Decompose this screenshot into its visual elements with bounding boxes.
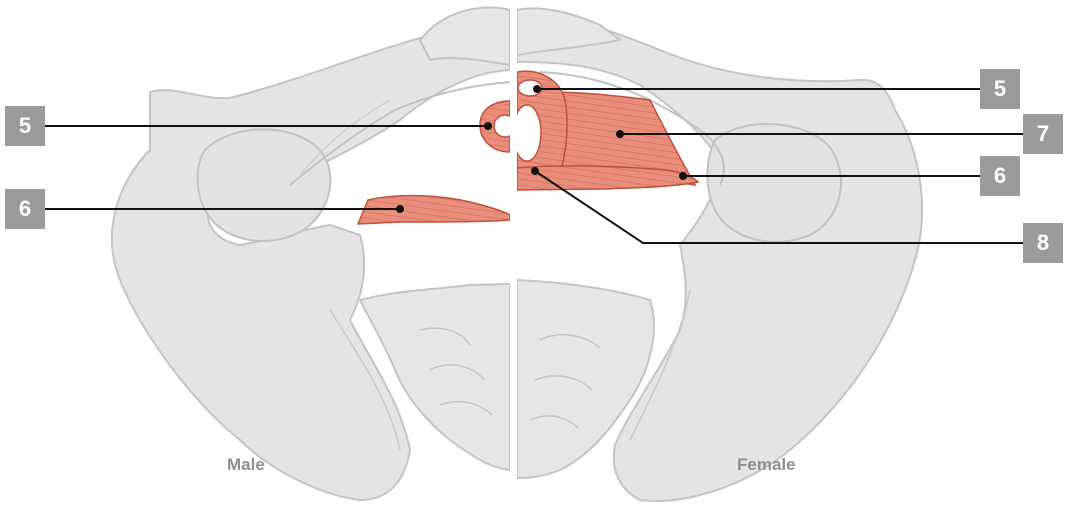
dot-male-5: [484, 122, 492, 130]
dot-female-6: [679, 172, 687, 180]
caption-female: Female: [737, 455, 796, 475]
dot-female-5: [533, 85, 541, 93]
label-female-7: 7: [1023, 114, 1063, 154]
dot-male-6: [396, 205, 404, 213]
male-acetabulum: [198, 129, 331, 241]
midline-gap: [510, 0, 517, 508]
label-female-5: 5: [980, 69, 1020, 109]
male-iliac-crest: [420, 7, 510, 65]
female-pelvis: [513, 8, 922, 501]
label-female-6: 6: [980, 156, 1020, 196]
dot-female-8: [531, 167, 539, 175]
female-muscle-5-opening: [513, 105, 541, 161]
female-acetabulum: [708, 124, 841, 242]
caption-male: Male: [227, 455, 265, 475]
male-pelvis: [112, 7, 516, 500]
label-male-6: 6: [5, 189, 45, 229]
dot-female-7: [616, 130, 624, 138]
label-male-5: 5: [5, 106, 45, 146]
label-female-8: 8: [1023, 223, 1063, 263]
